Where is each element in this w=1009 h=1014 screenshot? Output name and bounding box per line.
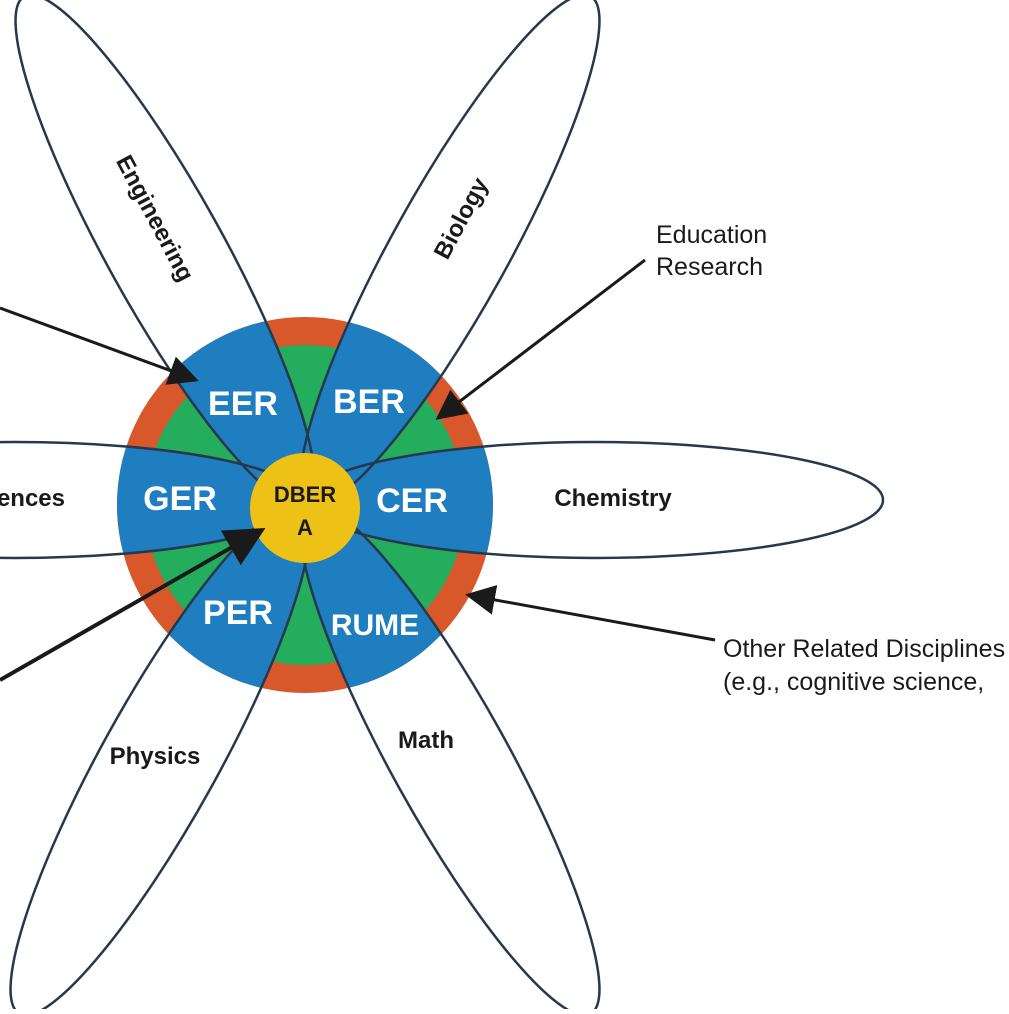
overlap-physics: [117, 504, 310, 693]
overlap-geosciences: [117, 442, 303, 558]
segment-eer-label: EER: [208, 385, 278, 423]
petal-math-label: Math: [398, 727, 454, 754]
segment-ger-label: GER: [143, 480, 217, 518]
ring-disc: [117, 317, 493, 693]
education-research-note-line2: Research: [656, 253, 763, 281]
other-disciplines-note-line2: (e.g., cognitive science,: [723, 668, 984, 696]
core-label-line2: A: [297, 515, 313, 540]
arrow-education-research: [435, 258, 646, 420]
arrow-to-core: [0, 528, 266, 682]
petal-biology-label: Biology: [429, 173, 494, 264]
overlap-chemistry: [307, 442, 493, 558]
overlap-math: [300, 504, 493, 693]
petal-chemistry-label: Chemistry: [554, 485, 672, 512]
petal-physics-label: Physics: [110, 743, 201, 770]
segment-cer-label: CER: [376, 482, 448, 520]
overlap-engineering: [117, 317, 315, 506]
other-disciplines-note-line1: Other Related Disciplines: [723, 635, 1005, 663]
segment-rume-label: RUME: [331, 609, 419, 642]
arrow-left-to-eer: [0, 306, 199, 385]
segment-ber-label: BER: [333, 383, 405, 421]
arrow-other-disciplines: [465, 585, 716, 642]
segment-per-label: PER: [203, 594, 273, 632]
education-research-note-line1: Education: [656, 221, 767, 249]
dber-core: [250, 453, 360, 563]
core-label-line1: DBER: [274, 482, 336, 507]
petal-geosciences-label: ences: [0, 485, 65, 512]
blue-petal-overlap: [117, 317, 493, 693]
overlap-biology: [300, 317, 493, 506]
annotation-arrows: [0, 258, 716, 682]
